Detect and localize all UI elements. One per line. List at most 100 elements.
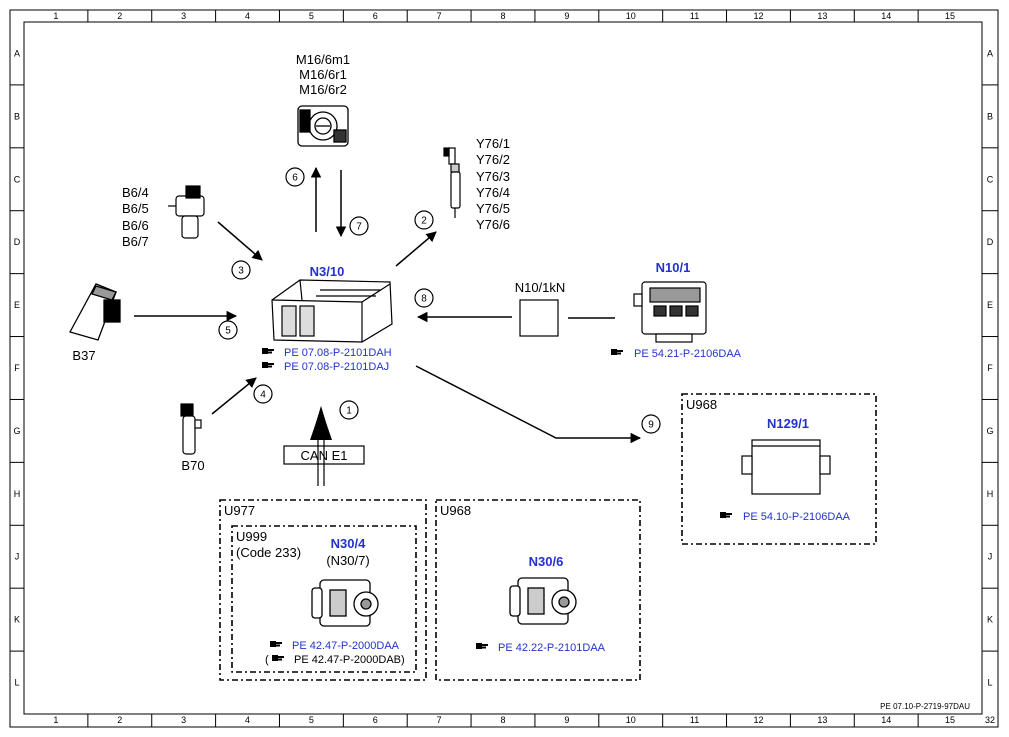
grid-column-label: 1 [53, 715, 58, 725]
grid-row-label: H [14, 489, 21, 499]
grid-row-label: F [14, 363, 20, 373]
pedal-sensor-icon [69, 283, 121, 341]
grid-row-label: C [14, 174, 21, 184]
ecu-ref-2[interactable]: PE 07.08-P-2101DAJ [262, 361, 389, 373]
injector-label-3: Y76/3 [476, 169, 510, 184]
n30-6-ref[interactable]: PE 42.22-P-2101DAA [476, 642, 606, 654]
n30-4-ref[interactable]: PE 42.47-P-2000DAA [270, 640, 400, 652]
ecu-label: N3/10 [310, 264, 345, 279]
u977-group-box [219, 499, 427, 681]
grid-column-label: 3 [181, 715, 186, 725]
arrow-to-injectors [395, 231, 437, 267]
injector-label-5: Y76/5 [476, 201, 510, 216]
n129-ref[interactable]: PE 54.10-P-2106DAA [720, 511, 851, 523]
arrow-number-text: 7 [356, 222, 362, 233]
fuse-relay-module-icon [633, 281, 707, 343]
arrow-number-text: 5 [225, 326, 231, 337]
grid-row-label: L [14, 678, 19, 688]
grid-row-label: F [987, 363, 993, 373]
reference-hand-icon [262, 362, 274, 368]
ecu-ref-1[interactable]: PE 07.08-P-2101DAH [262, 347, 392, 359]
sensor-b6-label-2: B6/5 [122, 201, 149, 216]
n30-7-ref[interactable]: ( PE 42.47-P-2000DAB) [265, 654, 405, 666]
arrow-number-circle [231, 260, 251, 280]
grid-row-label: C [987, 174, 994, 184]
grid-row-label: E [14, 300, 20, 310]
throttle-body-icon [297, 105, 349, 147]
grid-column-label: 13 [817, 715, 827, 725]
grid-column-label: 2 [117, 11, 122, 21]
grid-column-label: 7 [437, 715, 442, 725]
grid-row-label: J [15, 552, 20, 562]
grid-column-label: 15 [945, 11, 955, 21]
n30-4-ref-text: PE 42.47-P-2000DAA [292, 640, 400, 652]
u968-bottom-group-box [435, 499, 641, 681]
grid-column-label: 4 [245, 715, 250, 725]
sam-ref[interactable]: PE 54.21-P-2106DAA [611, 348, 742, 360]
n30-4-label: N30/4 [331, 536, 366, 551]
arrow-number-circle [253, 384, 273, 404]
document-id: PE 07.10-P-2719-97DAU [880, 702, 970, 711]
arrow-from-b70 [211, 377, 257, 415]
sensor-b6-label-3: B6/6 [122, 218, 149, 233]
sam-label: N10/1 [656, 260, 691, 275]
grid-column-label: 9 [564, 11, 569, 21]
u977-group-label: U977 [224, 503, 255, 518]
arrow-number-text: 6 [292, 173, 298, 184]
arrow-number-text: 2 [421, 216, 427, 227]
grid-column-label: 4 [245, 11, 250, 21]
sensor-b6-labels: B6/4 B6/5 B6/6 B6/7 [122, 185, 149, 249]
grid-row-label: J [988, 552, 993, 562]
injector-label-1: Y76/1 [476, 136, 510, 151]
u968-right-group-box [681, 393, 877, 545]
sensor-b6-label-1: B6/4 [122, 185, 149, 200]
relay-icon [519, 299, 559, 337]
injector-label-4: Y76/4 [476, 185, 510, 200]
grid-column-label: 7 [437, 11, 442, 21]
grid-row-label: K [14, 615, 20, 625]
grid-column-label: 10 [626, 715, 636, 725]
throttle-label-2: M16/6r1 [299, 67, 347, 82]
n129-label: N129/1 [767, 416, 809, 431]
reference-hand-icon [611, 349, 623, 355]
grid-column-label: 6 [373, 11, 378, 21]
grid-row-label: B [987, 111, 993, 121]
grid-column-label: 2 [117, 715, 122, 725]
grid-corner-number: 32 [985, 715, 995, 725]
camshaft-sensor-icon [168, 185, 205, 239]
arrow-number-circle [285, 167, 305, 187]
grid-column-label: 12 [753, 715, 763, 725]
ecu-icon [271, 279, 393, 343]
arrow-number-text: 3 [238, 266, 244, 277]
drawing-frame [9, 9, 999, 728]
n30-7-ref-text: PE 42.47-P-2000DAB) [294, 654, 405, 666]
arrow-number-circle [414, 210, 434, 230]
grid-row-label: G [13, 426, 20, 436]
n30-7-ref-paren: ( [265, 654, 269, 666]
grid-column-label: 5 [309, 715, 314, 725]
grid-column-label: 12 [753, 11, 763, 21]
crankshaft-sensor-icon [180, 403, 202, 455]
reference-hand-icon [262, 348, 274, 354]
grid-column-label: 6 [373, 715, 378, 725]
grid-column-labels: 1122334455667788991010111112121313141415… [53, 10, 955, 727]
grid-column-label: 3 [181, 11, 186, 21]
injector-label-2: Y76/2 [476, 152, 510, 167]
grid-row-label: E [987, 300, 993, 310]
ecu-ref-2-text: PE 07.08-P-2101DAJ [284, 361, 389, 373]
grid-column-label: 13 [817, 11, 827, 21]
n129-module-icon [741, 439, 831, 495]
u999-group-box [231, 525, 417, 673]
arrow-number-circle [641, 414, 661, 434]
esp-unit-icon [509, 577, 577, 625]
n129-ref-text: PE 54.10-P-2106DAA [743, 511, 851, 523]
grid-row-label: K [987, 615, 993, 625]
u999-code-label: (Code 233) [236, 545, 301, 560]
can-arrow-head [310, 408, 332, 440]
grid-row-label: D [987, 237, 994, 247]
arrow-number-circle [414, 288, 434, 308]
signal-arrows [134, 166, 642, 486]
